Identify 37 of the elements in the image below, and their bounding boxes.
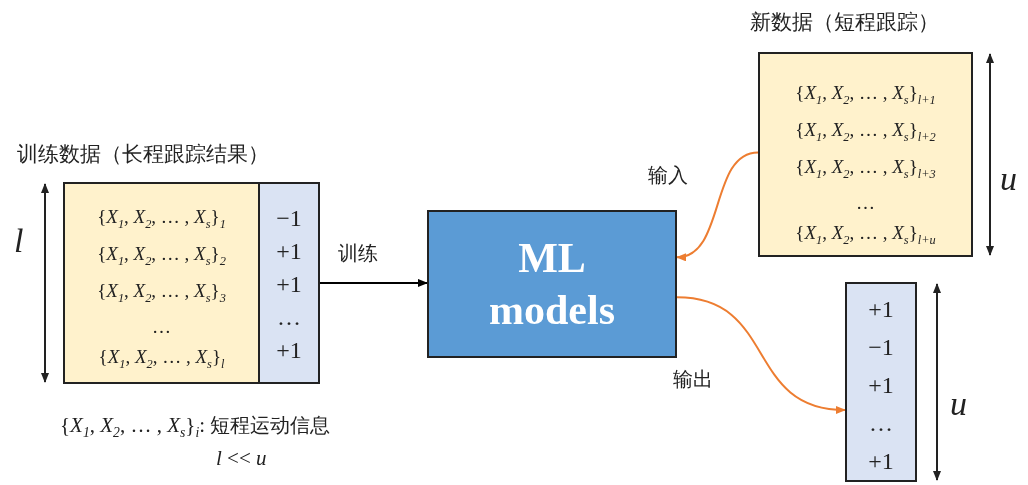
table-heading: 训练数据（长程跟踪结果）: [17, 141, 269, 168]
label-value: …: [276, 303, 302, 332]
label-value: −1: [275, 204, 303, 233]
edge-label: 训练: [338, 240, 378, 267]
label-value: +1: [867, 447, 895, 476]
feature-set: {X$_{1}$, X$_{2}$, … , X$_{s}$}$_{l}$: [97, 345, 226, 374]
model-name: ML models: [488, 234, 616, 335]
edge-label: 输入: [648, 162, 688, 189]
label-value: +1: [275, 237, 303, 266]
note: l << u: [216, 446, 267, 471]
label-column: [258, 182, 320, 384]
dimension-label: l: [14, 222, 24, 260]
feature-set: {X$_{1}$, X$_{2}$, … , X$_{s}$}$_{2}$: [96, 241, 227, 270]
feature-set: {X$_{1}$, X$_{2}$, … , X$_{s}$}$_{3}$: [96, 278, 227, 307]
label-value: +1: [867, 371, 895, 400]
table-heading: 新数据（短程跟踪）: [750, 9, 939, 36]
dimension-label: u: [1000, 160, 1017, 198]
feature-set: {X$_{1}$, X$_{2}$, … , X$_{s}$}$_{l+1}$: [794, 81, 937, 109]
label-value: −1: [867, 333, 895, 362]
label-value: +1: [275, 336, 303, 365]
label-value: +1: [275, 270, 303, 299]
feature-set: {X$_{1}$, X$_{2}$, … , X$_{s}$}$_{l+2}$: [794, 117, 937, 146]
model-box: [427, 210, 677, 358]
feature-set: …: [855, 191, 876, 216]
arrow: [319, 278, 428, 287]
label-column: [845, 282, 917, 482]
label-value: +1: [867, 295, 895, 324]
arrow: [676, 151, 759, 260]
edge-label: 输出: [673, 366, 713, 393]
label-value: …: [868, 409, 894, 438]
feature-set: {X$_{1}$, X$_{2}$, … , X$_{s}$}$_{l+u}$: [794, 221, 937, 250]
feature-set: …: [151, 315, 172, 340]
legend-note: {X$_{1}$, X$_{2}$, … , X$_{s}$}$_{i}$: 短程运动信息: [60, 412, 331, 442]
feature-set: {X$_{1}$, X$_{2}$, … , X$_{s}$}$_{1}$: [96, 205, 227, 233]
arrow: [676, 296, 846, 414]
feature-set: {X$_{1}$, X$_{2}$, … , X$_{s}$}$_{l+3}$: [794, 154, 937, 183]
dimension-label: u: [950, 385, 967, 423]
